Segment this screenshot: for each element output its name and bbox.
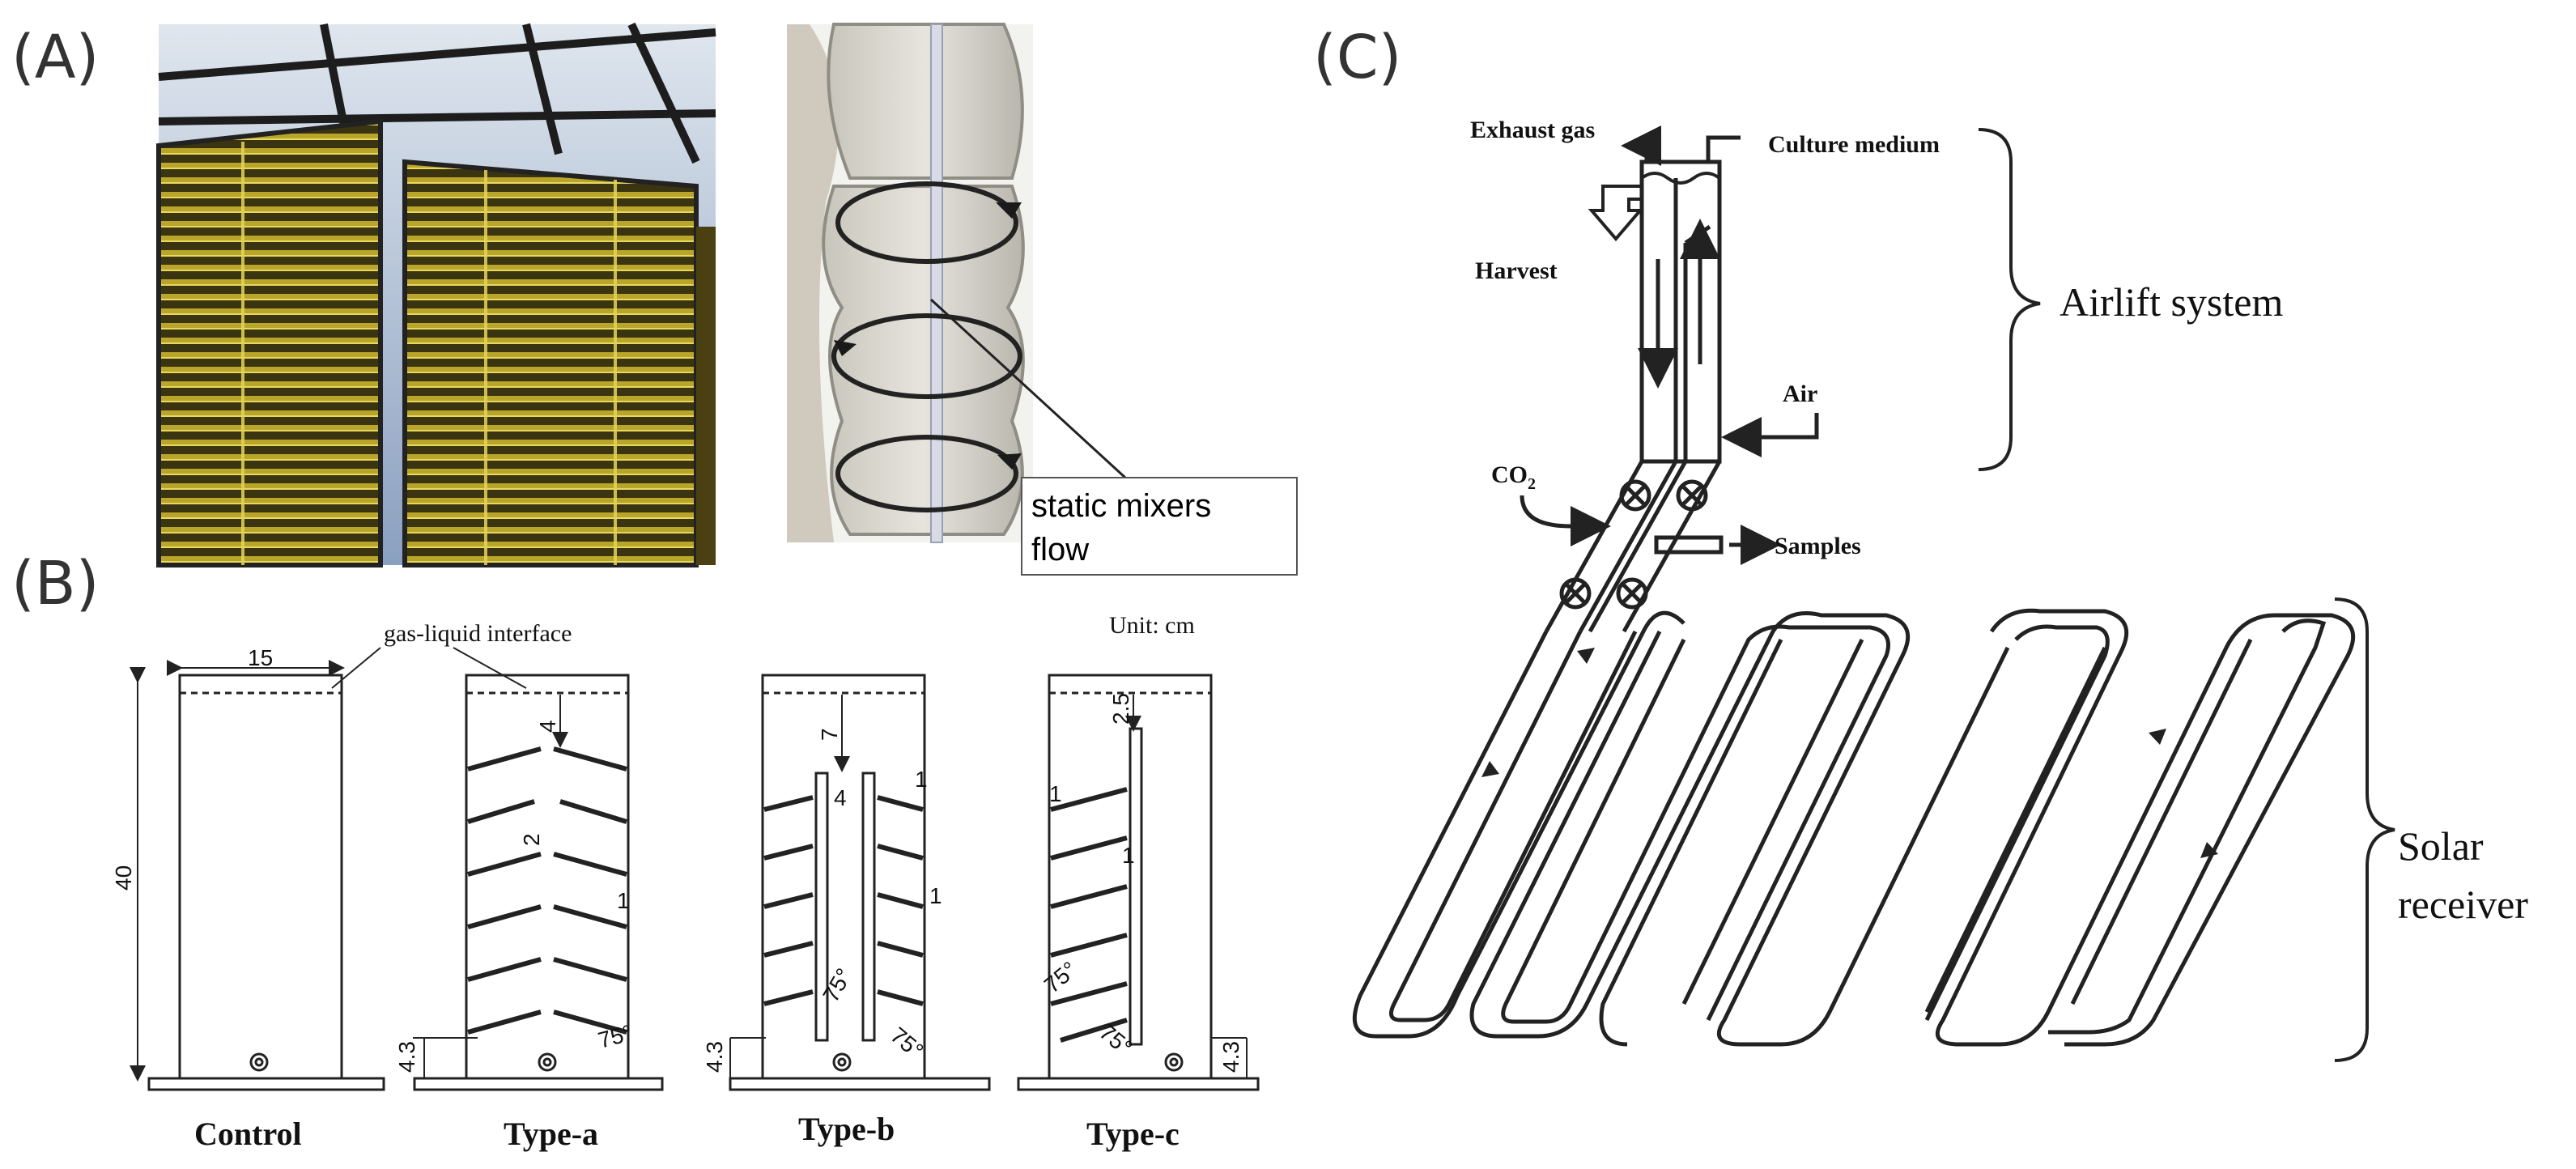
dim-b-thick-mid: 1	[929, 883, 942, 908]
mixer-callout-line2: flow	[1031, 532, 1089, 567]
solar-brace	[2334, 597, 2395, 1062]
greenhouse-photo	[156, 22, 716, 567]
dim-a-thick: 1	[617, 888, 630, 913]
label-samples: Samples	[1775, 533, 1861, 559]
dim-b-thick-top: 1	[915, 767, 928, 792]
label-airlift-system: Airlift system	[2060, 279, 2283, 325]
reactor-control	[147, 674, 385, 1091]
dim-b-angle-2: 75°	[886, 1022, 928, 1064]
mixer-callout-leader	[929, 298, 1127, 479]
caption-type-b: Type-b	[798, 1111, 895, 1147]
caption-type-c: Type-c	[1086, 1116, 1180, 1152]
dim-a-gap: 2	[519, 833, 544, 846]
dim-width: 15	[248, 645, 273, 670]
dim-a-top: 4	[535, 720, 560, 733]
panel-b-letter: (B)	[11, 549, 100, 619]
dimension-lines	[130, 660, 1248, 1082]
dim-base-a: 4.3	[394, 1041, 419, 1073]
dim-b-angle-1: 75°	[818, 964, 857, 1006]
mixer-callout-line1: static mixers	[1031, 488, 1211, 524]
dim-c-angle-1: 75°	[1039, 957, 1082, 998]
dim-base-c: 4.3	[1218, 1041, 1243, 1073]
caption-type-a: Type-a	[504, 1116, 598, 1152]
dim-base-b: 4.3	[702, 1041, 727, 1073]
label-solar: Solar	[2398, 823, 2484, 869]
airlift-brace	[1978, 128, 2041, 471]
dim-c-top: 2.5	[1108, 693, 1133, 725]
interface-label: gas-liquid interface	[384, 620, 572, 647]
dim-b-top: 7	[817, 728, 842, 741]
dim-height: 40	[111, 865, 136, 891]
reactor-type-b	[729, 674, 991, 1091]
label-exhaust-gas: Exhaust gas	[1470, 117, 1595, 143]
caption-control: Control	[194, 1116, 302, 1152]
reactor-type-c	[1017, 674, 1260, 1091]
static-mixer-photo	[787, 23, 1033, 543]
solar-receiver-coil	[1352, 608, 2356, 1047]
dim-b-gap: 4	[834, 785, 847, 810]
dim-c-thick-1: 1	[1049, 781, 1062, 806]
airlift-column	[1520, 125, 1819, 633]
reactor-type-a	[413, 674, 664, 1091]
panel-c-letter: (C)	[1313, 23, 1401, 92]
label-air: Air	[1783, 380, 1817, 407]
panel-a-letter: (A)	[11, 23, 99, 92]
label-harvest: Harvest	[1475, 257, 1558, 284]
label-receiver: receiver	[2398, 882, 2528, 927]
dim-c-thick-2: 1	[1122, 843, 1135, 868]
label-culture-medium: Culture medium	[1768, 131, 1940, 158]
label-co2: CO2	[1491, 461, 1536, 493]
mixer-callout-box	[1021, 477, 1298, 576]
unit-label: Unit: cm	[1109, 612, 1195, 639]
